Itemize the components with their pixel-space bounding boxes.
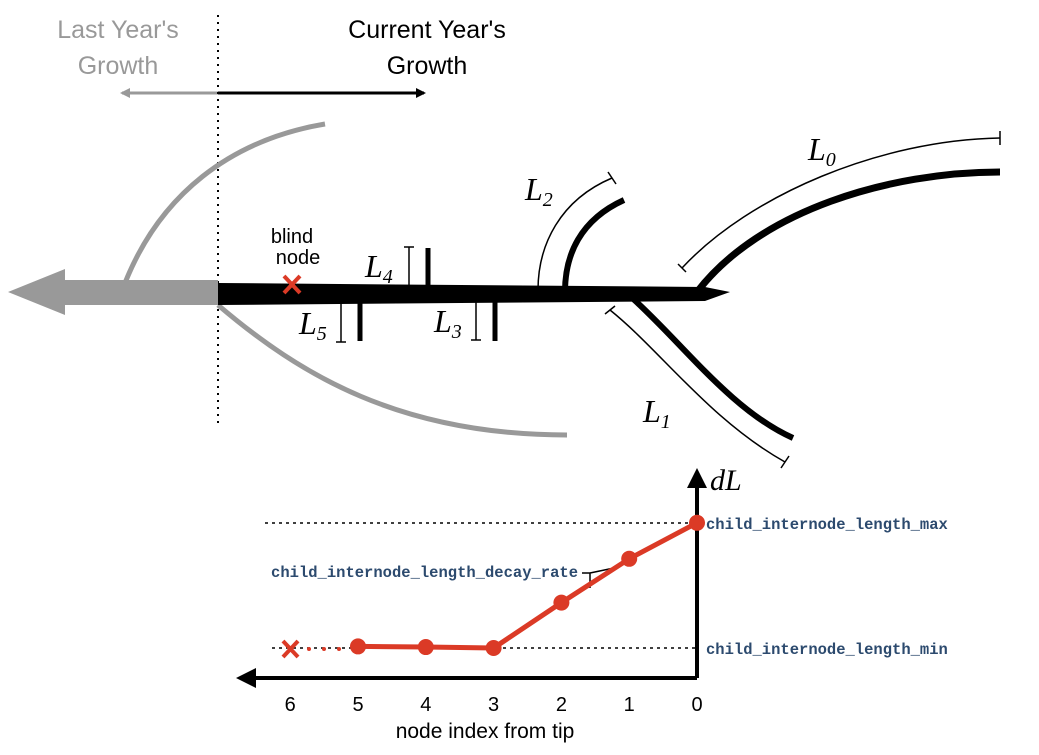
bracket-L1-tick-start bbox=[604, 305, 616, 315]
y-axis-label: dL bbox=[710, 464, 742, 497]
bracket-L0-tick-start bbox=[677, 263, 687, 273]
label-L4: L4 bbox=[364, 248, 393, 288]
data-point bbox=[621, 550, 638, 567]
label-L1: L1 bbox=[642, 393, 671, 433]
x-tick-label: 5 bbox=[352, 694, 363, 716]
label-L5: L5 bbox=[298, 305, 327, 345]
param-min-label: child_internode_length_min bbox=[706, 641, 948, 659]
bracket-L2-tick-end bbox=[607, 171, 617, 185]
data-point bbox=[553, 594, 570, 611]
param-decay-label: child_internode_length_decay_rate bbox=[271, 564, 578, 582]
x-axis-arrowhead bbox=[236, 668, 256, 688]
x-tick-label: 0 bbox=[691, 694, 702, 716]
data-point bbox=[417, 639, 434, 656]
current-year-label-line2: Growth bbox=[387, 52, 468, 80]
x-tick-label: 3 bbox=[488, 694, 499, 716]
label-L0: L0 bbox=[807, 131, 836, 171]
data-point bbox=[350, 638, 366, 655]
blind-node-label-line1: blind bbox=[271, 226, 313, 248]
branch-L2 bbox=[562, 197, 626, 293]
data-point bbox=[689, 514, 705, 531]
blind-node-x-icon bbox=[282, 274, 302, 295]
old-branch-lower bbox=[216, 303, 568, 438]
blind-gap-dot bbox=[307, 647, 311, 651]
param-max-label: child_internode_length_max bbox=[706, 516, 948, 534]
old-main-stem-arrow bbox=[8, 269, 218, 315]
x-tick-label: 2 bbox=[556, 694, 567, 716]
last-year-label-line1: Last Year's bbox=[57, 16, 179, 44]
blind-gap-dot bbox=[337, 647, 341, 651]
x-tick-label: 1 bbox=[624, 694, 635, 716]
bracket-L1-tick-end bbox=[780, 455, 790, 469]
data-series bbox=[350, 514, 705, 656]
x-tick-label: 6 bbox=[285, 694, 296, 716]
label-L2: L2 bbox=[524, 171, 553, 211]
bracket-L0 bbox=[681, 137, 1001, 269]
branch-L0 bbox=[694, 168, 1001, 295]
blind-node-label-line2: node bbox=[276, 247, 321, 269]
old-branch-upper bbox=[122, 121, 326, 284]
current-year-label-line1: Current Year's bbox=[348, 16, 506, 44]
x-tick-label: 4 bbox=[420, 694, 431, 716]
bracket-L1 bbox=[609, 309, 786, 463]
bracket-L2 bbox=[537, 177, 613, 291]
x-tick-labels: 6 5 4 3 2 1 0 bbox=[285, 694, 703, 716]
branch-L1 bbox=[628, 293, 795, 441]
chart-blind-node-x-icon bbox=[281, 639, 300, 659]
blind-gap-dot bbox=[322, 647, 326, 651]
series-line bbox=[357, 520, 699, 651]
x-axis-label: node index from tip bbox=[396, 720, 575, 743]
decay-chart: dL node index from tip 6 5 4 3 2 1 0 child_int… bbox=[236, 464, 948, 743]
y-axis-arrowhead bbox=[687, 468, 707, 488]
decay-rate-bracket bbox=[582, 567, 615, 588]
label-L3: L3 bbox=[433, 303, 462, 343]
last-year-label-line2: Growth bbox=[78, 52, 159, 80]
data-point bbox=[485, 640, 502, 656]
main-stem bbox=[218, 283, 730, 305]
